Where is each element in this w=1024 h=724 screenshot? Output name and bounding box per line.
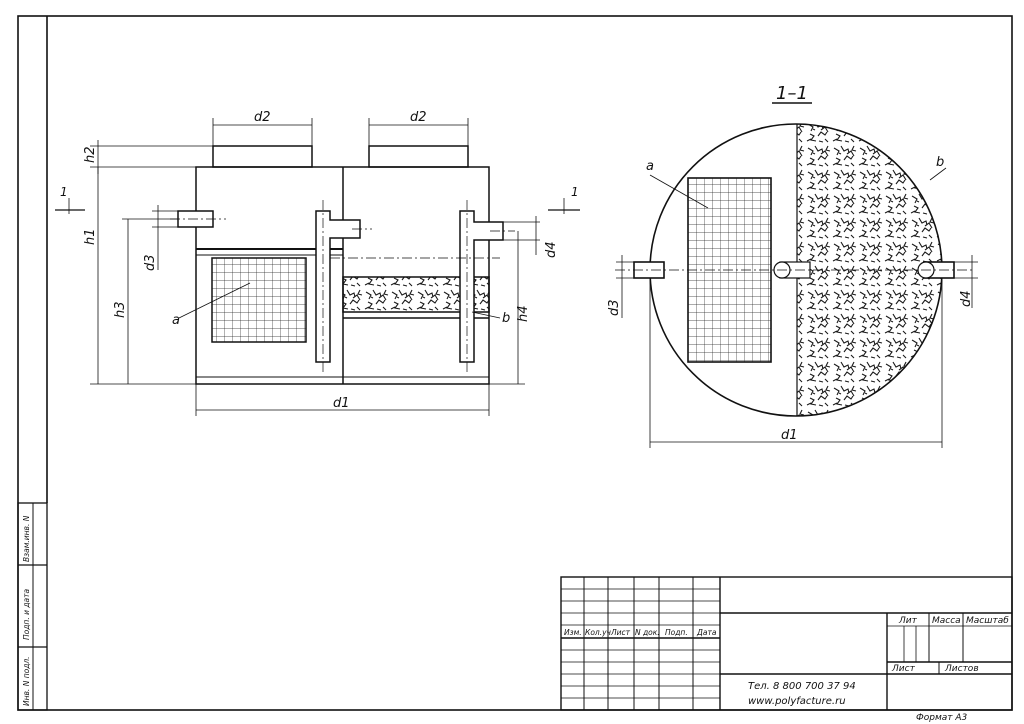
section-label-d4: d4 (959, 290, 974, 307)
label-masshtab: Масштаб (966, 616, 1009, 626)
label-h1: h1 (83, 228, 98, 245)
label-d2-right: d2 (410, 110, 427, 125)
section-label-a: a (646, 159, 654, 174)
format-label: Формат А3 (916, 713, 968, 723)
label-h2: h2 (83, 146, 98, 163)
stamp-vzam-inv: Взам.инв. N (22, 515, 31, 562)
front-view (170, 145, 515, 385)
section-labels: 1–1 a b d3 d4 d1 (607, 83, 974, 443)
label-b: b (502, 311, 510, 326)
side-stamp-text: Взам.инв. N Подп. и дата Инв. N подл. (22, 515, 31, 706)
phone-number: Тел. 8 800 700 37 94 (748, 681, 856, 692)
label-h4: h4 (516, 305, 531, 322)
section-view (615, 123, 975, 417)
col-kol-uch: Кол.уч (585, 628, 612, 637)
label-h3: h3 (113, 301, 128, 318)
side-stamp (17, 502, 48, 711)
section-mark-left: 1 (60, 185, 68, 199)
col-podp: Подп. (665, 628, 688, 637)
label-listov: Листов (944, 664, 979, 674)
col-data: Дата (696, 628, 717, 637)
col-izm: Изм. (564, 628, 582, 637)
mesh-filter-a (211, 257, 307, 343)
title-block-text: Изм. Кол.уч Лист N док. Подп. Дата Лит М… (564, 616, 1009, 723)
front-dimensions (55, 118, 580, 416)
front-labels: d2 d2 h2 h1 d3 h3 d4 h4 d1 a b 1 1 (60, 110, 579, 411)
label-massa: Масса (932, 616, 961, 626)
sheet-frame (17, 15, 1013, 711)
stamp-inv-podl: Инв. N подл. (22, 656, 31, 706)
left-riser-pipe (315, 210, 361, 363)
section-label-b: b (936, 155, 944, 170)
section-mark-right: 1 (571, 185, 579, 199)
label-d1: d1 (333, 396, 350, 411)
right-neck (368, 145, 469, 168)
website: www.polyfacture.ru (748, 696, 846, 707)
label-a: a (172, 313, 180, 328)
stamp-podp-data: Подп. и дата (22, 589, 31, 640)
section-label-d3: d3 (607, 299, 622, 316)
title-block (560, 576, 1013, 711)
label-d4: d4 (544, 241, 559, 258)
section-label-d1: d1 (781, 428, 798, 443)
label-list: Лист (891, 664, 916, 674)
section-title: 1–1 (776, 83, 808, 104)
label-lit: Лит (898, 616, 918, 626)
label-d2-left: d2 (254, 110, 271, 125)
label-d3: d3 (143, 254, 158, 271)
col-n-dok: N док. (635, 628, 660, 637)
section-dimensions (616, 102, 978, 448)
col-list: Лист (610, 628, 631, 637)
left-neck (212, 145, 313, 168)
